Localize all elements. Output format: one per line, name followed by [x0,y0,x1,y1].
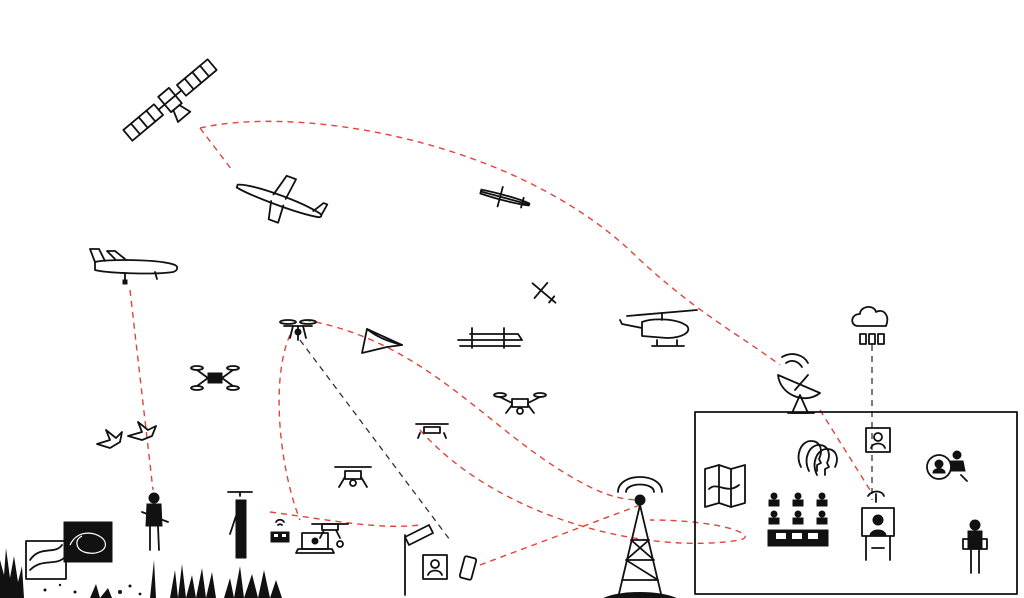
vtol-fixed-wing-icon [457,327,523,349]
analysts-heads-icon [797,440,838,476]
link-hexacopter-to-phone [299,339,451,541]
communication-links [129,120,873,566]
light-aircraft-icon [89,248,179,285]
command-center-icon [694,411,1018,595]
operator-with-drone-icon [227,491,253,559]
quadcopter-icon [190,365,240,391]
topographic-map-tiles-icon [25,521,113,580]
link-dish-to-command-center [819,409,871,491]
threat-detection-icon [926,450,968,482]
surveillance-screen-icon [865,427,891,453]
vegetation-silhouette [0,548,282,598]
smartphone-icon [458,555,478,581]
helicopter-icon [619,309,698,347]
operator-workstation-icon [861,490,895,561]
link-satellite-downlink [199,127,233,171]
link-hexacopter-to-tower [304,319,641,501]
quadcopter-camera-icon [493,392,547,415]
link-aircraft-to-soldier [129,289,154,491]
soldier-icon [141,492,169,551]
link-loop-to-command [419,429,746,545]
quadcopter-low-icon [334,466,372,488]
hexacopter-icon [279,319,317,341]
flying-wing-icon [361,328,403,354]
cloud-database-icon [851,306,889,345]
topographic-map-icon [704,464,746,508]
operators-grid-icon [767,492,829,547]
link-hexacopter-to-laptop [278,334,301,521]
satellite-icon [122,58,218,142]
uav-fixed-wing-icon [235,174,329,224]
quadcopter-small-icon [415,423,449,439]
laptop-icon [295,532,335,554]
uav-small-fixed-wing-icon [479,186,531,209]
satellite-dish-icon [777,353,821,414]
face-recognition-icon [422,554,448,580]
link-satellite-to-dish [199,120,781,366]
security-camera-icon [404,524,434,596]
radio-tower-icon [603,476,677,598]
soldier-with-crate-icon [962,519,988,574]
link-ground-loop [269,511,421,528]
bird-drones-icon [96,421,157,449]
uav-drone-plane-icon [531,281,557,304]
ground-vehicle-icon [270,518,290,543]
quadcopter-ground-icon [311,523,349,548]
